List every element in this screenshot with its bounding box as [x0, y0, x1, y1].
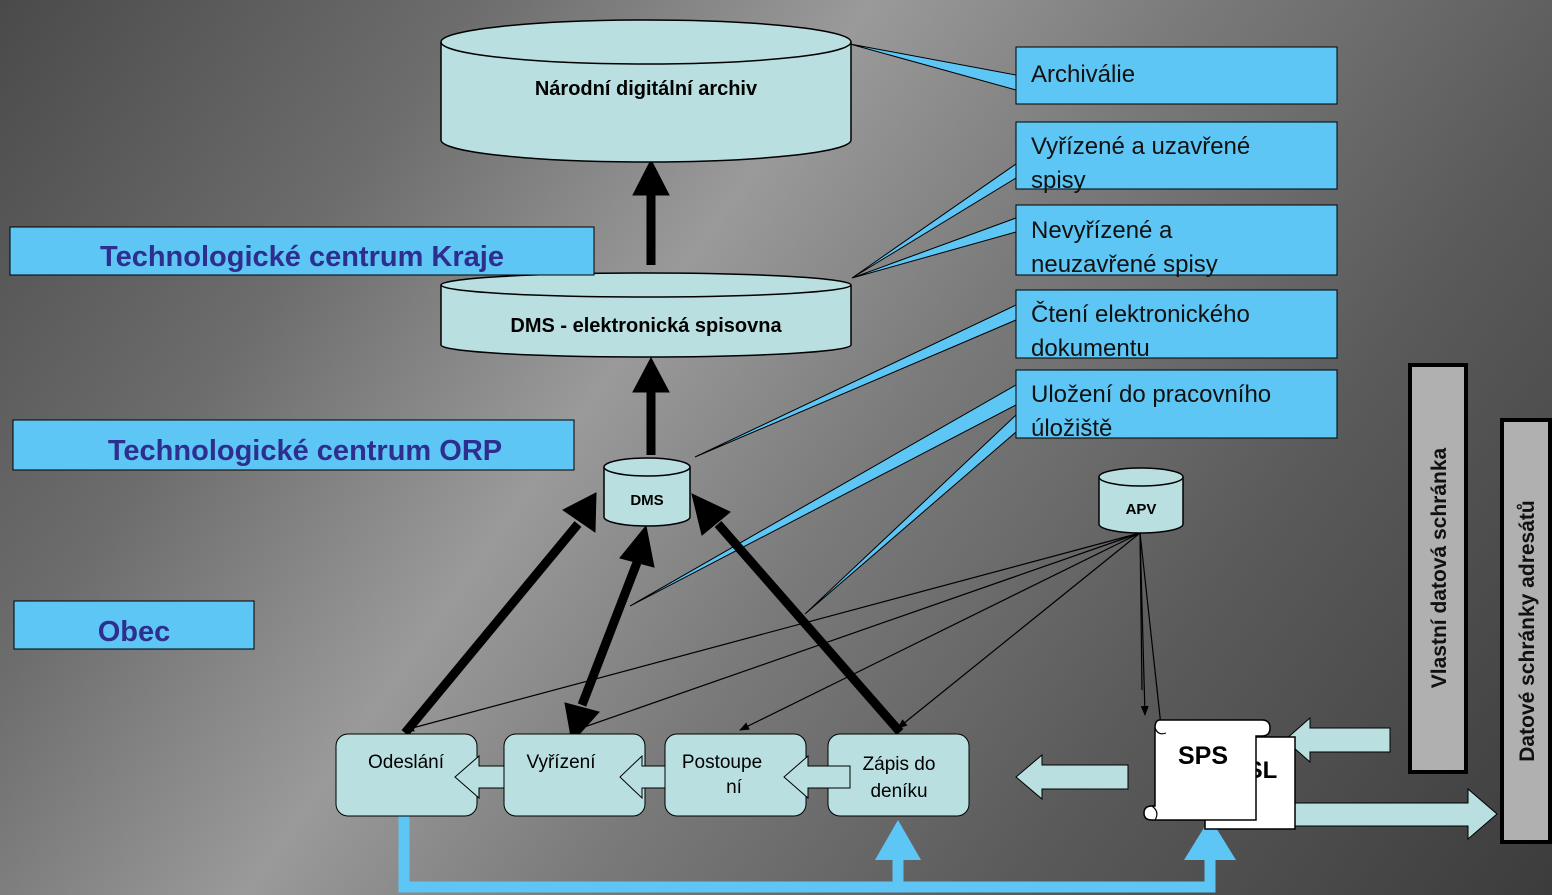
db-national-archive-label: Národní digitální archiv	[535, 78, 758, 100]
block-arrow-zapis-postoupeni	[783, 754, 851, 800]
band-obec-label: Obec	[98, 616, 171, 648]
apv-line-odeslani	[404, 532, 1141, 732]
callout-cteni-line1: Čtení elektronického	[1031, 300, 1250, 328]
db-national-archive: Národní digitální archiv	[440, 19, 852, 163]
proc-postoupeni[interactable]: Postoupe ní	[664, 733, 807, 817]
scroll-sps[interactable]: SPS	[1143, 719, 1271, 821]
proc-vyrizeni[interactable]: Vyřízení	[503, 733, 646, 817]
callout-archivalie-text: Archiválie	[1031, 61, 1135, 88]
vbox-vlastni-label: Vlastní datová schránka	[1428, 447, 1451, 688]
proc-zapis-line2: deníku	[870, 781, 927, 802]
band-orp: Technologické centrum ORP	[12, 419, 575, 471]
apv-line-vyrizeni	[569, 532, 1141, 733]
band-obec: Obec	[13, 600, 255, 650]
vbox-adresati: Datové schránky adresátů	[1500, 418, 1552, 844]
arrow-head-dms-down	[619, 524, 655, 568]
block-arrow-vyrizeni-odeslani	[454, 754, 505, 800]
callout-ulozeni: Uložení do pracovního úložiště	[1015, 369, 1338, 442]
flow-arrow-zapis	[875, 820, 921, 860]
callout-nevyrizene-line2: neuzavřené spisy	[1031, 251, 1218, 278]
thick-arrows	[401, 158, 904, 744]
pointer-vyrizene	[851, 163, 1017, 279]
callout-vyrizene-line1: Vyřízené a uzavřené	[1031, 133, 1250, 160]
db-apv: APV	[1098, 467, 1184, 534]
callout-cteni-line2: dokumentu	[1031, 335, 1150, 362]
callout-cteni: Čtení elektronického dokumentu	[1015, 289, 1338, 362]
block-arrow-sps-zapis	[1015, 753, 1129, 801]
arrow-head-zapis-dms	[691, 493, 731, 536]
arrow-head-nda	[632, 158, 670, 196]
proc-postoupeni-line1: Postoupe	[682, 752, 762, 773]
block-arrow-postoupeni-vyrizeni	[619, 754, 666, 800]
callout-vyrizene-line2: spisy	[1031, 167, 1086, 194]
vbox-vlastni: Vlastní datová schránka	[1408, 363, 1468, 774]
arrow-head-odeslani-dms	[562, 492, 597, 533]
arrow-head-vyrizeni	[564, 702, 600, 744]
bottom-flow	[398, 816, 1236, 893]
proc-odeslani[interactable]: Odeslání	[335, 733, 478, 817]
callout-nevyrizene: Nevyřízené a neuzavřené spisy	[1015, 204, 1338, 278]
apv-line-postoupeni	[739, 532, 1141, 731]
proc-odeslani-label: Odeslání	[368, 752, 445, 773]
apv-line-down	[1139, 532, 1143, 691]
scroll-sps-label: SPS	[1178, 742, 1228, 770]
db-dms-spisovna: DMS - elektronická spisovna	[440, 272, 852, 358]
db-dms-spisovna-label: DMS - elektronická spisovna	[510, 315, 782, 337]
apv-lines	[404, 532, 1166, 736]
band-orp-label: Technologické centrum ORP	[108, 435, 502, 467]
db-dms-orp-label: DMS	[630, 492, 663, 509]
band-kraj: Technologické centrum Kraje	[9, 226, 595, 276]
callout-ulozeni-line2: úložiště	[1031, 415, 1112, 442]
flow-arrow-sps	[1184, 818, 1236, 860]
callout-ulozeni-line1: Uložení do pracovního	[1031, 381, 1271, 408]
db-dms-orp: DMS	[603, 457, 691, 527]
apv-line-zapis	[897, 532, 1141, 729]
arrow-head-spisovna	[632, 356, 670, 393]
callout-nevyrizene-line1: Nevyřízené a	[1031, 217, 1173, 244]
db-apv-label: APV	[1126, 501, 1157, 518]
vbox-adresati-label: Datové schránky adresátů	[1516, 500, 1539, 761]
band-kraj-label: Technologické centrum Kraje	[100, 241, 504, 273]
proc-vyrizeni-label: Vyřízení	[527, 752, 597, 773]
proc-zapis-line1: Zápis do	[863, 754, 936, 775]
block-arrow-out	[1282, 787, 1498, 841]
callout-archivalie: Archiválie	[1015, 46, 1338, 105]
block-arrow-in	[1284, 716, 1391, 764]
proc-postoupeni-line2: ní	[726, 777, 743, 798]
proc-zapis[interactable]: Zápis do deníku	[827, 733, 970, 817]
callout-vyrizene: Vyřízené a uzavřené spisy	[1015, 121, 1338, 194]
block-arrows	[454, 716, 1498, 841]
pointer-archivalie	[849, 43, 1017, 91]
apv-line-sps	[1139, 532, 1166, 736]
